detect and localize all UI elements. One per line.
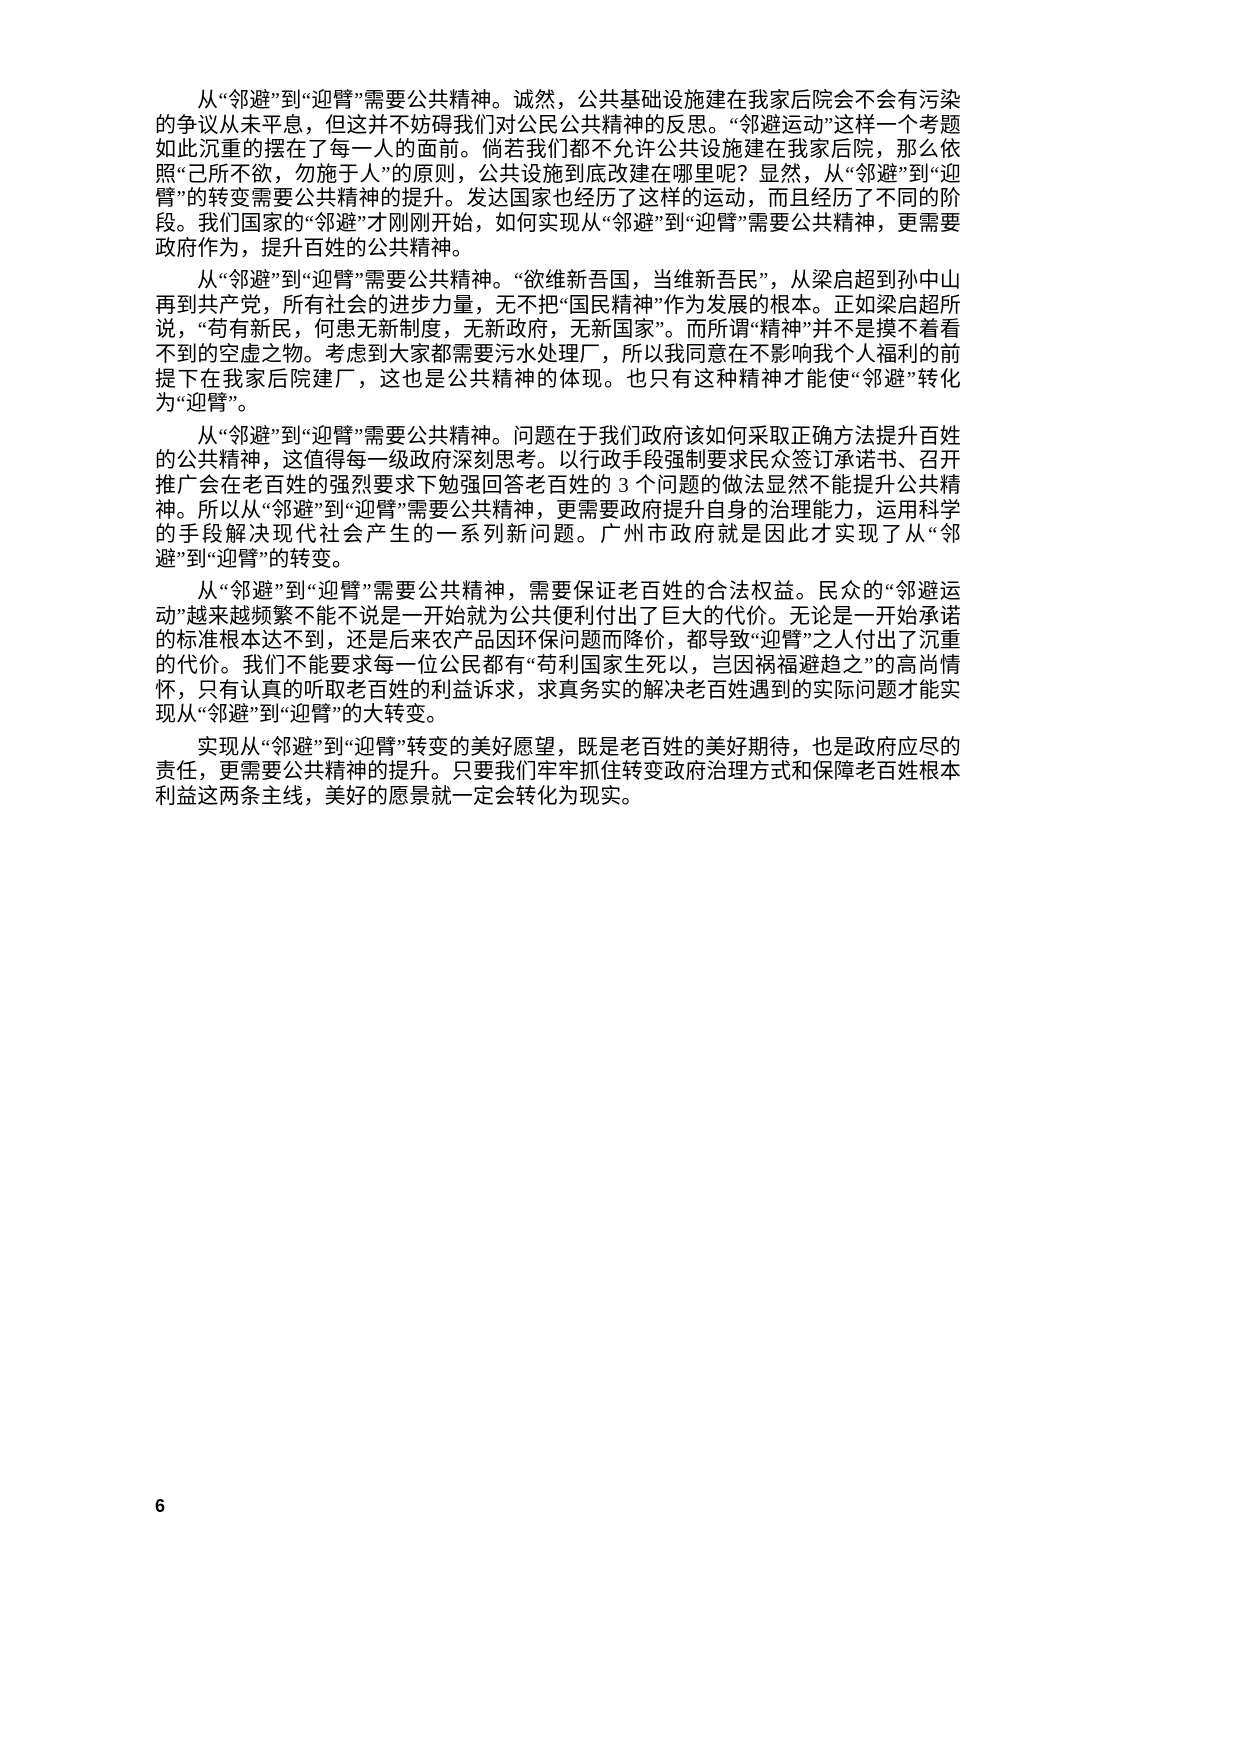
document-body: 从“邻避”到“迎臂”需要公共精神。诚然，公共基础设施建在我家后院会不会有污染的争… <box>155 88 961 817</box>
paragraph: 实现从“邻避”到“迎臂”转变的美好愿望，既是老百姓的美好期待，也是政府应尽的责任… <box>155 734 961 809</box>
paragraph: 从“邻避”到“迎臂”需要公共精神。“欲维新吾国，当维新吾民”，从梁启超到孙中山再… <box>155 268 961 416</box>
paragraph: 从“邻避”到“迎臂”需要公共精神。诚然，公共基础设施建在我家后院会不会有污染的争… <box>155 88 961 260</box>
paragraph: 从“邻避”到“迎臂”需要公共精神。问题在于我们政府该如何采取正确方法提升百姓的公… <box>155 423 961 571</box>
page-number: 6 <box>155 1496 166 1516</box>
paragraph: 从“邻避”到“迎臂”需要公共精神，需要保证老百姓的合法权益。民众的“邻避运动”越… <box>155 579 961 727</box>
